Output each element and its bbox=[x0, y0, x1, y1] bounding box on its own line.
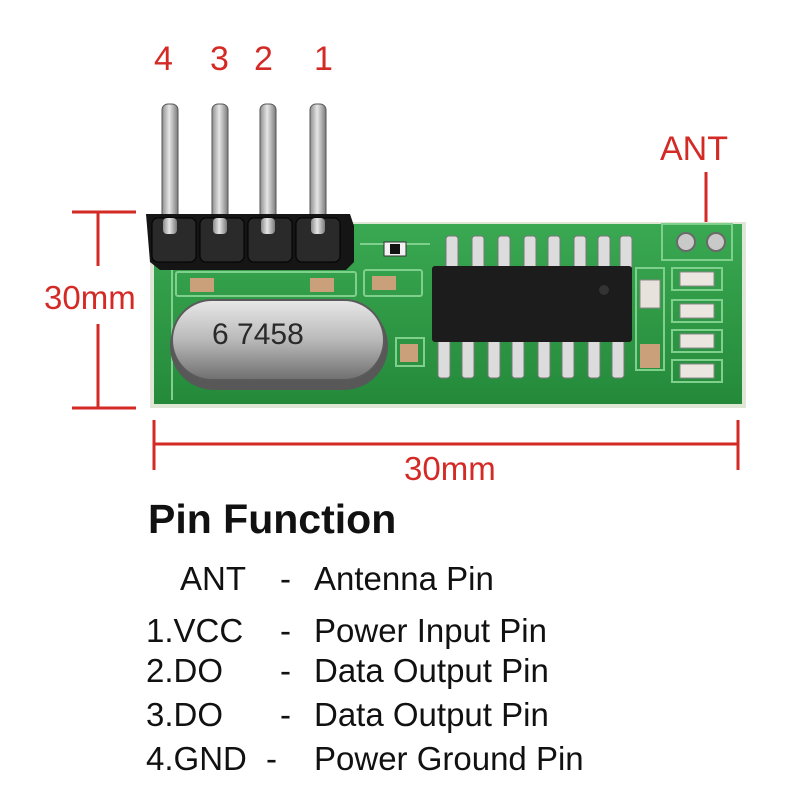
antenna-pad-1 bbox=[676, 232, 696, 252]
ic-body bbox=[432, 266, 632, 342]
pin-number-1: 1 bbox=[314, 40, 333, 78]
pin-number-labels: 4 3 2 1 bbox=[154, 40, 333, 78]
module-diagram: 4 3 2 1 ANT bbox=[44, 40, 746, 487]
smd-cap-1 bbox=[190, 278, 214, 292]
smd-cap-6 bbox=[679, 271, 715, 287]
width-dimension-label: 30mm bbox=[404, 450, 496, 487]
pin-name: 1.VCC bbox=[146, 612, 244, 649]
ic-notch bbox=[599, 285, 609, 295]
smd-cap-8 bbox=[679, 333, 715, 349]
pin-function-title: Pin Function bbox=[148, 496, 397, 542]
crystal-marking: 6 7458 bbox=[212, 318, 304, 351]
pin-name: 2.DO bbox=[146, 652, 224, 689]
smd-cap-9 bbox=[679, 363, 715, 379]
smd-cap-5 bbox=[640, 344, 660, 368]
pin-function-row: 3.DO - Data Output Pin bbox=[0, 696, 800, 740]
height-dimension-label: 30mm bbox=[44, 279, 136, 316]
pin-function-row: 1.VCC - Power Input Pin bbox=[0, 612, 800, 656]
pin-function-row: 4.GND - Power Ground Pin bbox=[0, 740, 800, 784]
pin-description: Power Ground Pin bbox=[314, 740, 584, 777]
pin-description: Power Input Pin bbox=[314, 612, 547, 649]
pin-separator: - bbox=[266, 740, 277, 777]
pin-number-4: 4 bbox=[154, 40, 173, 78]
pin-name: ANT bbox=[180, 560, 246, 597]
pin-separator: - bbox=[280, 652, 291, 689]
crystal-can bbox=[171, 299, 385, 381]
height-dimension bbox=[72, 210, 136, 410]
ic-chip bbox=[432, 235, 633, 379]
smd-cap-2 bbox=[310, 278, 334, 292]
smd-cap-7 bbox=[679, 303, 715, 319]
pin-description: Data Output Pin bbox=[314, 652, 549, 689]
pin-separator: - bbox=[280, 696, 291, 733]
pin-separator: - bbox=[280, 560, 291, 597]
width-dimension bbox=[152, 420, 740, 470]
pin-name: 4.GND bbox=[146, 740, 247, 777]
pin-function-row: 2.DO - Data Output Pin bbox=[0, 652, 800, 696]
pin-number-2: 2 bbox=[254, 40, 273, 78]
pin-number-3: 3 bbox=[210, 40, 229, 78]
header-pins bbox=[146, 103, 354, 270]
smd-cap-4 bbox=[639, 279, 661, 309]
crystal-oscillator: 6 7458 bbox=[170, 299, 388, 390]
ic-bottom-legs bbox=[437, 337, 625, 379]
pin-name: 3.DO bbox=[146, 696, 224, 733]
pcb-traces bbox=[171, 223, 733, 400]
smd-components bbox=[190, 241, 715, 379]
pin-description: Data Output Pin bbox=[314, 696, 549, 733]
pin-description: Antenna Pin bbox=[314, 560, 494, 597]
smd-cap-10 bbox=[400, 344, 418, 362]
smd-cap-3 bbox=[372, 276, 396, 290]
antenna-pad-2 bbox=[706, 232, 726, 252]
pin-function-row: ANT - Antenna Pin bbox=[0, 560, 800, 604]
pin-separator: - bbox=[280, 612, 291, 649]
pin-function-section: Pin Function ANT - Antenna Pin 1.VCC - P… bbox=[0, 490, 800, 800]
antenna-label: ANT bbox=[660, 130, 728, 168]
